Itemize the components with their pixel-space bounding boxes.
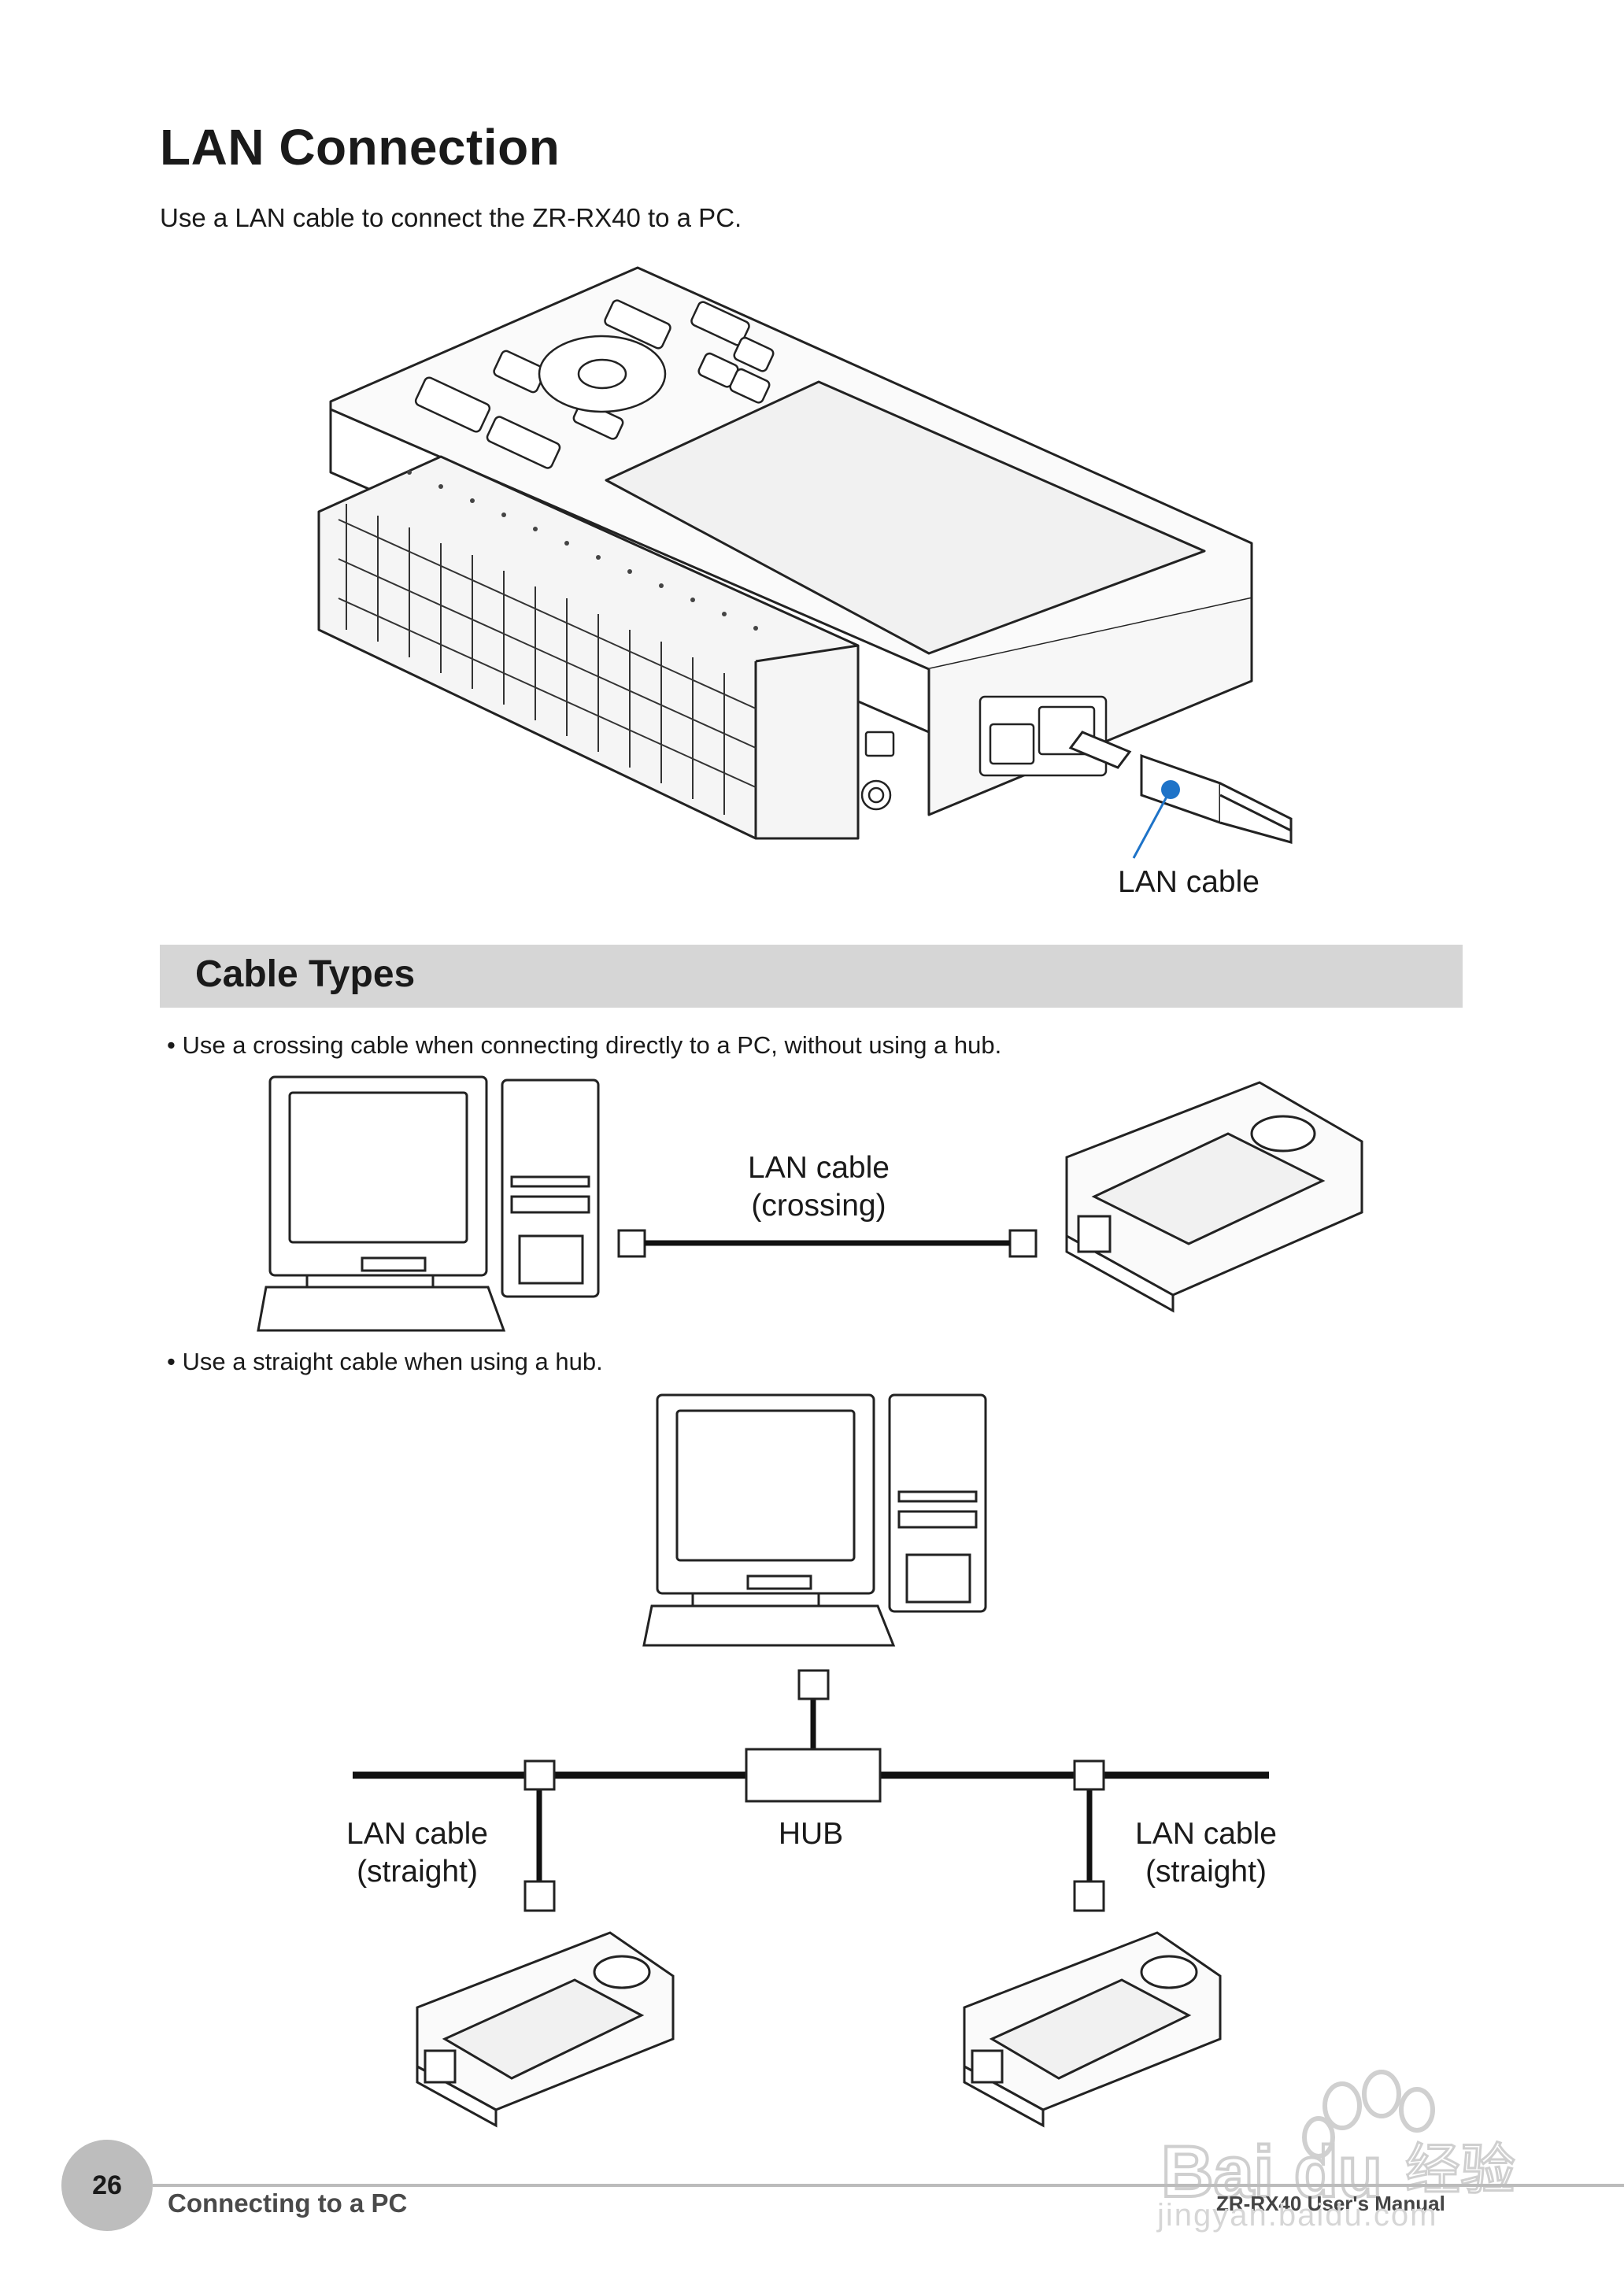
footer-manual-name: ZR-RX40 User's Manual — [1216, 2192, 1445, 2215]
hub-label: HUB — [778, 1817, 844, 1851]
footer-rule — [153, 2184, 1624, 2187]
crossing-cable-label: LAN cable (crossing) — [708, 1149, 929, 1225]
left-straight-cable-label: LAN cable (straight) — [323, 1815, 512, 1891]
left-label-line2: (straight) — [357, 1855, 478, 1889]
page-title: LAN Connection — [160, 119, 560, 176]
bullet-crossing-text: Use a crossing cable when connecting dir… — [182, 1031, 1002, 1059]
right-straight-cable-label: LAN cable (straight) — [1112, 1815, 1300, 1891]
right-label-line2: (straight) — [1145, 1855, 1267, 1889]
right-label-line1: LAN cable — [1135, 1817, 1277, 1851]
crossing-label-line2: (crossing) — [751, 1189, 886, 1223]
left-label-line1: LAN cable — [346, 1817, 488, 1851]
lan-cable-callout: LAN cable — [1118, 865, 1260, 899]
page-number-badge — [61, 2140, 153, 2231]
baidu-watermark: Bai du 经验 — [1153, 2047, 1523, 2236]
intro-text: Use a LAN cable to connect the ZR-RX40 t… — [160, 203, 742, 232]
svg-text:Bai du: Bai du — [1161, 2132, 1382, 2212]
section-title: Cable Types — [195, 953, 416, 995]
page-number: 26 — [92, 2170, 122, 2200]
svg-text:经验: 经验 — [1405, 2137, 1515, 2202]
watermark-url: jingyan.baidu.com — [1157, 2198, 1438, 2233]
bullet-crossing: • Use a crossing cable when connecting d… — [167, 1031, 1002, 1059]
crossing-label-line1: LAN cable — [748, 1151, 890, 1185]
footer-section-name: Connecting to a PC — [168, 2189, 408, 2218]
section-bar — [160, 945, 1463, 1008]
bullet-straight-text: Use a straight cable when using a hub. — [182, 1348, 603, 1375]
bullet-straight: • Use a straight cable when using a hub. — [167, 1348, 603, 1375]
